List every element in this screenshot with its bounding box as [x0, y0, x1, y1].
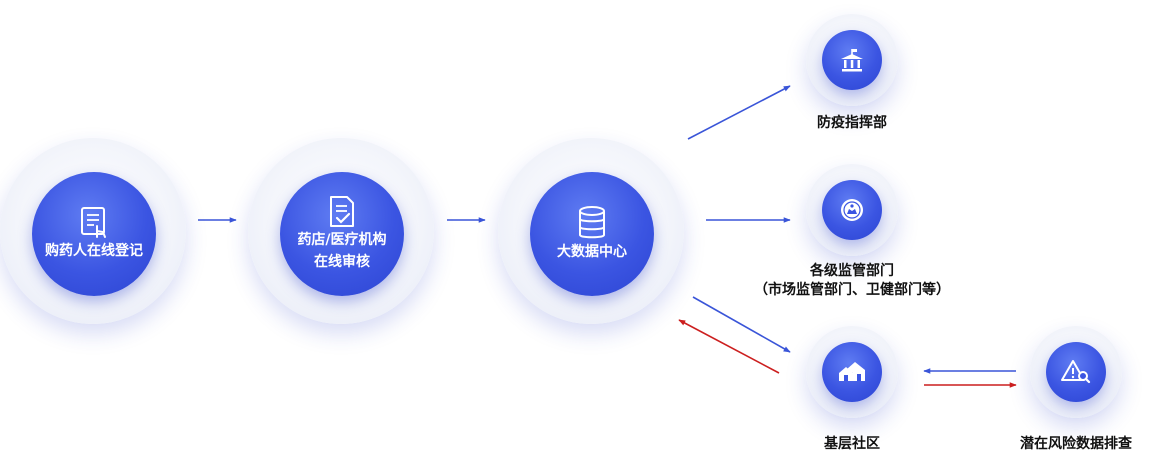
- node-datacenter-label: 大数据中心: [557, 244, 627, 260]
- arrow-datacenter-to-community: [692, 296, 791, 353]
- node-review-line2: 在线审核: [314, 254, 370, 270]
- arrow-datacenter-to-epidemic: [687, 85, 791, 140]
- node-epidemic-label: 防疫指挥部: [817, 115, 887, 131]
- node-regulators-line1: 各级监管部门: [810, 263, 894, 279]
- document-check-icon: [330, 196, 354, 227]
- warning-search-icon: [1061, 360, 1091, 384]
- node-register-label: 购药人在线登记: [45, 243, 143, 259]
- node-review-line1: 药店/医疗机构: [297, 232, 387, 248]
- node-screening-label: 潜在风险数据排查: [1020, 436, 1132, 452]
- emblem-icon: [841, 199, 863, 221]
- houses-icon: [839, 362, 865, 381]
- tablet-touch-icon: [81, 207, 106, 238]
- database-icon: [579, 206, 605, 239]
- node-community-label: 基层社区: [824, 436, 880, 452]
- government-building-icon: [841, 49, 863, 72]
- arrow-community-to-datacenter: [678, 319, 780, 374]
- node-regulators-line2: （市场监管部门、卫健部门等）: [754, 282, 950, 298]
